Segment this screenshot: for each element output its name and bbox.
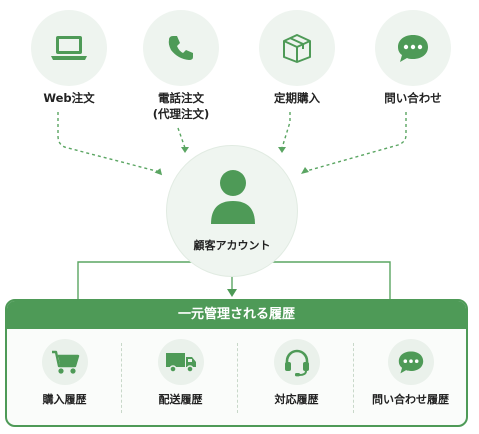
connector-phone — [177, 127, 186, 149]
cart-icon — [52, 350, 80, 374]
channel-phone-icon-circle — [143, 10, 219, 86]
history-delivery-icon-circle — [158, 339, 204, 385]
phone-icon — [168, 36, 193, 60]
arrowhead-subscription — [278, 147, 286, 153]
channel-subscription-icon-circle — [259, 10, 335, 86]
user-icon — [211, 170, 255, 224]
truck-icon — [166, 353, 196, 373]
channel-subscription: 定期購入 — [249, 10, 345, 125]
history-support-icon-circle — [274, 339, 320, 385]
history-support-label: 対応履歴 — [274, 393, 319, 406]
history-item-inquiry: 問い合わせ履歴 — [353, 335, 466, 421]
connector-inquiry — [302, 112, 407, 173]
arrowhead-web — [154, 168, 163, 176]
channel-web-order: Web注文 — [21, 10, 117, 125]
history-item-support: 対応履歴 — [239, 335, 354, 421]
unified-history-title: 一元管理される履歴 — [7, 301, 466, 329]
chat-icon — [398, 351, 424, 374]
history-item-delivery: 配送履歴 — [123, 335, 238, 421]
arrowhead-inquiry — [301, 167, 309, 174]
channel-inquiry: 問い合わせ — [365, 10, 461, 125]
channel-phone-label-line1: 電話注文 — [158, 91, 204, 105]
history-inquiry-label: 問い合わせ履歴 — [372, 393, 449, 406]
history-purchase-label: 購入履歴 — [42, 393, 87, 406]
history-divider-1 — [121, 343, 122, 413]
chat-icon — [398, 35, 428, 62]
unified-history-panel: 一元管理される履歴 購入履歴 配送履歴 — [5, 299, 468, 427]
channel-inquiry-label: 問い合わせ — [384, 91, 442, 105]
channel-phone-label: 電話注文 (代理注文) — [133, 90, 229, 122]
customer-account-label: 顧客アカウント — [193, 239, 271, 252]
history-inquiry-icon-circle — [388, 339, 434, 385]
laptop-icon — [51, 36, 87, 60]
channel-web-label: Web注文 — [43, 91, 95, 105]
channel-phone-label-line2: (代理注文) — [152, 107, 210, 121]
box-icon — [283, 34, 311, 63]
arrowhead-center — [227, 289, 237, 297]
history-divider-3 — [353, 343, 354, 413]
history-divider-2 — [237, 343, 238, 413]
customer-account-circle — [166, 145, 298, 277]
channel-web-icon-circle — [31, 10, 107, 86]
channel-phone-order: 電話注文 (代理注文) — [133, 10, 229, 125]
channel-inquiry-icon-circle — [375, 10, 451, 86]
arrowhead-phone — [181, 147, 189, 153]
history-delivery-label: 配送履歴 — [158, 393, 203, 406]
connector-web — [57, 112, 161, 173]
history-item-purchase: 購入履歴 — [7, 335, 122, 421]
channel-subscription-label: 定期購入 — [274, 91, 320, 105]
history-purchase-icon-circle — [42, 339, 88, 385]
headset-icon — [285, 349, 309, 377]
